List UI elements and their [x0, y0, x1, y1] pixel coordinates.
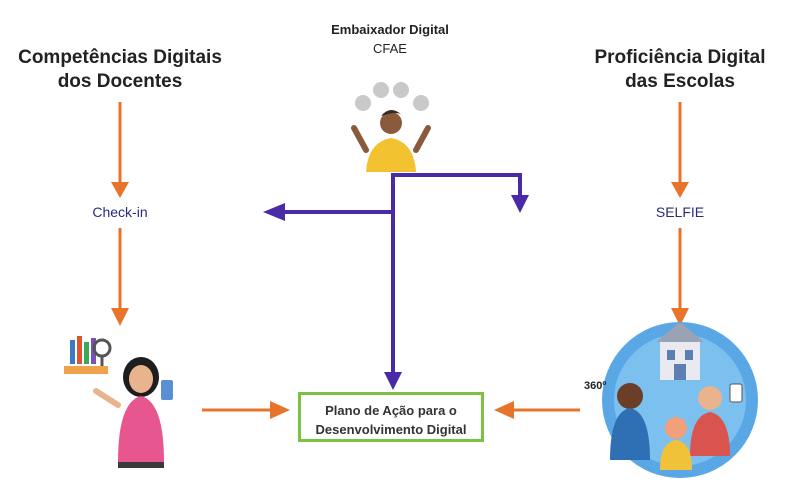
- teacher-illustration: [64, 336, 173, 468]
- arrow-teacher-to-plan: [202, 401, 290, 419]
- selfie-label: SELFIE: [655, 204, 705, 220]
- left-title-line2: dos Docentes: [57, 71, 183, 92]
- checkin-label: Check-in: [92, 204, 148, 220]
- arrow-left-title-to-checkin: [111, 102, 129, 198]
- plan-line1: Plano de Ação para o: [325, 403, 457, 418]
- school-illustration: [602, 322, 758, 478]
- left-title: Competências Digitais dos Docentes: [0, 46, 240, 94]
- arrow-right-title-to-selfie: [671, 102, 689, 198]
- arrow-school-to-plan: [494, 401, 580, 419]
- right-title: Proficiência Digital das Escolas: [562, 46, 798, 94]
- ambassador-title: Embaixador Digital: [331, 22, 449, 37]
- right-title-line2: das Escolas: [625, 71, 735, 92]
- badge-360: 360º: [584, 380, 607, 392]
- arrow-checkin-to-teacher: [111, 228, 129, 326]
- left-title-line1: Competências Digitais: [18, 47, 222, 68]
- ambassador-illustration: [351, 82, 431, 172]
- plan-box: Plano de Ação para o Desenvolvimento Dig…: [298, 392, 484, 442]
- plan-line2: Desenvolvimento Digital: [315, 422, 467, 437]
- right-title-line1: Proficiência Digital: [594, 47, 766, 68]
- purple-arrows: [263, 173, 529, 390]
- arrow-selfie-to-school: [671, 228, 689, 326]
- ambassador-subtitle: CFAE: [373, 41, 407, 56]
